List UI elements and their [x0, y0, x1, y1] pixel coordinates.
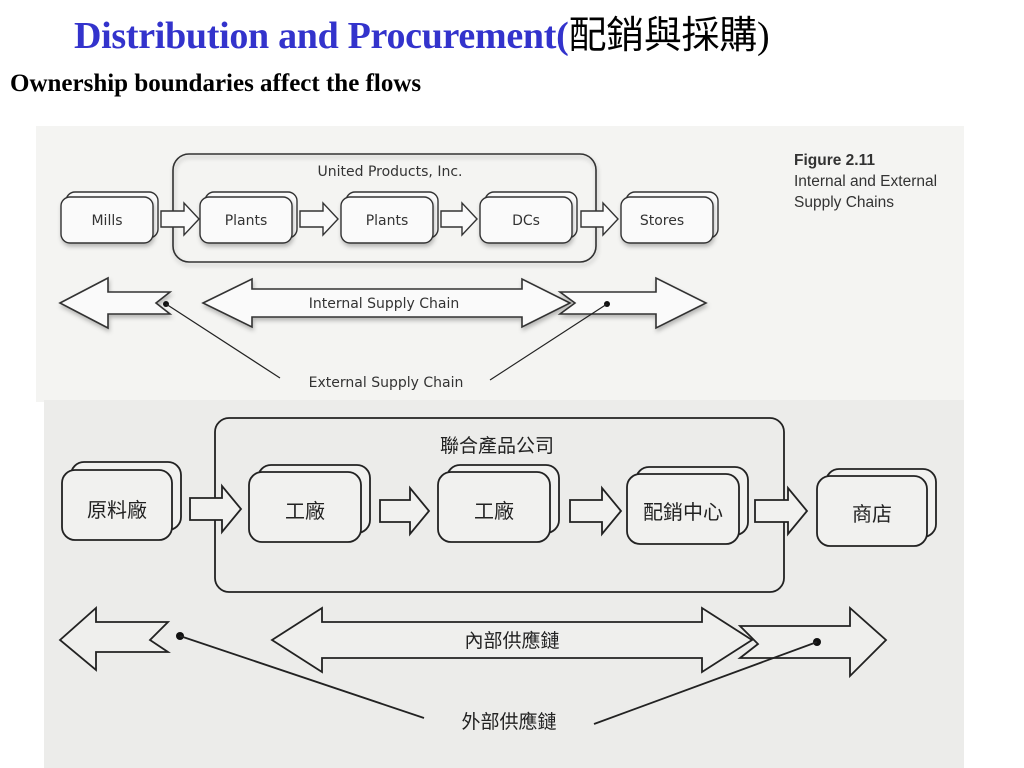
node-en-mills: Mills — [60, 191, 159, 244]
flow-arrow-icon — [299, 201, 339, 237]
figure-caption-overlay: Figure 2.11 Internal and External Supply… — [794, 150, 964, 213]
flow-arrow-icon — [189, 483, 243, 535]
flow-arrow-icon — [754, 485, 809, 537]
title-open-paren: ( — [556, 15, 569, 57]
node-zh-store: 商店 — [816, 468, 937, 547]
node-label: 工廠 — [474, 499, 514, 523]
figure-number-overlay: Figure 2.11 — [794, 152, 875, 169]
english-diagram: United Products, Inc. Mills Plants Plant… — [58, 153, 719, 391]
callout-line-left-en — [165, 303, 281, 379]
flow-arrow-icon — [440, 201, 478, 237]
internal-chain-label-zh: 內部供應鏈 — [464, 629, 559, 652]
external-left-arrow-en — [58, 276, 173, 330]
figure-description-overlay: Internal and External Supply Chains — [794, 173, 938, 211]
external-chain-label-zh: 外部供應鏈 — [461, 710, 556, 733]
node-label: 商店 — [852, 502, 892, 526]
flow-arrow-icon — [580, 201, 619, 237]
external-chain-label-en: External Supply Chain — [309, 375, 464, 391]
node-zh-factory-1: 工廠 — [248, 464, 371, 543]
node-label: 原料廠 — [87, 498, 147, 522]
callout-line-right-zh — [593, 641, 818, 725]
chinese-diagram: 聯合產品公司 原料廠 工廠 工廠 配銷中心 商店 — [58, 417, 937, 733]
company-label-zh: 聯合產品公司 — [440, 435, 554, 457]
node-en-plants-2: Plants — [340, 191, 439, 244]
callout-line-left-zh — [179, 635, 425, 719]
page-title: Distribution and Procurement(配銷與採購) — [74, 4, 770, 59]
english-figure-panel — [36, 126, 964, 402]
node-en-stores: Stores — [620, 191, 719, 244]
external-right-arrow-en — [557, 276, 708, 330]
node-label: 配銷中心 — [643, 500, 723, 524]
node-zh-raw-material: 原料廠 — [61, 461, 182, 541]
flow-arrow-icon — [569, 485, 623, 537]
node-label: Plants — [366, 213, 409, 229]
node-zh-distribution-center: 配銷中心 — [626, 466, 749, 545]
node-zh-factory-2: 工廠 — [437, 464, 560, 543]
node-label: Plants — [225, 213, 268, 229]
flow-arrows-en — [160, 201, 619, 237]
internal-chain-arrow-zh — [270, 606, 754, 674]
page-subtitle: Ownership boundaries affect the flows — [10, 70, 422, 97]
company-label-en: United Products, Inc. — [318, 164, 463, 180]
node-en-dcs: DCs — [479, 191, 578, 244]
internal-chain-label-en: Internal Supply Chain — [309, 296, 460, 312]
external-left-arrow-zh — [58, 605, 171, 672]
title-chinese: 配銷與採購 — [568, 15, 757, 57]
node-label: Mills — [91, 213, 122, 229]
company-boundary-en — [172, 153, 597, 263]
internal-chain-arrow-en — [201, 277, 572, 329]
node-label: 工廠 — [285, 499, 325, 523]
flow-arrows-zh — [189, 483, 809, 537]
node-label: Stores — [640, 213, 684, 229]
callout-line-right-en — [489, 303, 608, 381]
node-label: DCs — [512, 213, 540, 229]
title-close-paren: ) — [756, 15, 770, 57]
chinese-figure-panel — [44, 400, 964, 768]
flow-arrow-icon — [160, 201, 200, 237]
title-english: Distribution and Procurement — [74, 15, 557, 57]
node-en-plants-1: Plants — [199, 191, 298, 244]
flow-arrow-icon — [379, 485, 431, 537]
